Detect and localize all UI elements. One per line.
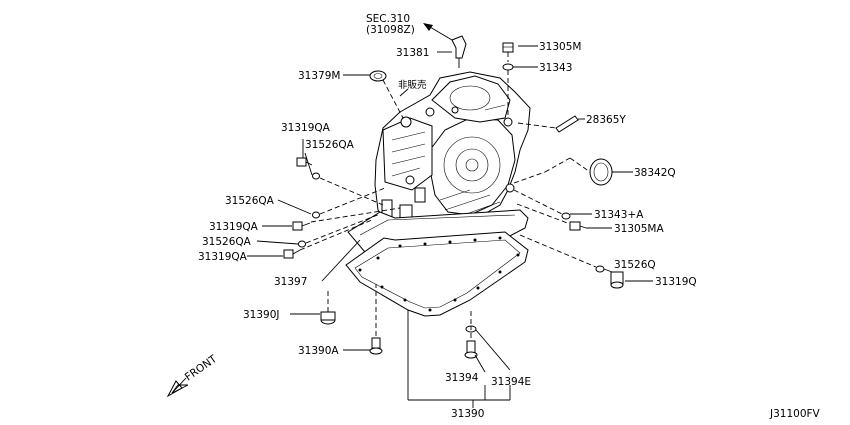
seal-38342Q-part — [589, 158, 613, 186]
pin-28365Y-part — [555, 115, 579, 133]
part-31343-label: 31343 — [539, 62, 572, 74]
washer-31343A-part — [561, 212, 571, 220]
part-31390-label: 31390 — [451, 408, 484, 420]
ref-code-label: J31100FV — [769, 408, 821, 420]
washer-31526QA-mid-part — [312, 211, 320, 219]
part-31390J-label: 31390J — [243, 309, 280, 321]
breather-tube-part — [451, 35, 467, 68]
part-31526Q-label: 31526Q — [614, 259, 656, 271]
part-31394E-label: 31394E — [491, 376, 531, 388]
sec-ref-label: SEC.310 — [366, 13, 410, 25]
transaxle-case-drawing — [374, 71, 531, 233]
pan-bolt-dots — [358, 236, 520, 312]
drain-plug-31319Q-part — [610, 271, 624, 289]
part-31319QA-low-label: 31319QA — [198, 251, 248, 263]
washer-31526Q-part — [595, 265, 605, 273]
not-for-sale-label: 非販売 — [398, 79, 427, 91]
washer-31526QA-top-part — [312, 172, 320, 180]
part-31397-label: 31397 — [274, 276, 307, 288]
bolt-31394-part — [464, 340, 478, 359]
washer-31526QA-low-part — [298, 240, 306, 248]
part-31394-label: 31394 — [445, 372, 479, 384]
bolt-31319QA-top-part — [296, 157, 313, 167]
part-31319Q-label: 31319Q — [655, 276, 697, 288]
oil-pan-drawing — [345, 231, 529, 317]
part-31319QA-top-label: 31319QA — [281, 122, 331, 134]
plug-31305M-part — [502, 42, 514, 53]
part-31526QA-low-label: 31526QA — [202, 236, 252, 248]
part-31526QA-top-label: 31526QA — [305, 139, 355, 151]
part-31319QA-mid-label: 31319QA — [209, 221, 259, 233]
sec-ref-sub-label: (31098Z) — [366, 24, 415, 36]
plug-31305MA-part — [569, 221, 587, 231]
part-31379M-label: 31379M — [298, 70, 340, 82]
part-28365Y-label: 28365Y — [586, 114, 626, 126]
part-31305M-label: 31305M — [539, 41, 581, 53]
magnet-31390J-part — [320, 311, 336, 325]
seal-31379M-part — [369, 70, 387, 82]
leader-lines — [247, 23, 653, 408]
washer-31343-part — [502, 63, 514, 71]
part-31343A-label: 31343+A — [594, 209, 644, 221]
bolt-31319QA-mid-part — [292, 221, 311, 231]
front-label: FRONT — [183, 353, 220, 384]
part-31381-label: 31381 — [396, 47, 429, 59]
front-arrow-icon — [166, 377, 189, 398]
part-38342Q-label: 38342Q — [634, 167, 676, 179]
part-31390A-label: 31390A — [298, 345, 339, 357]
bolt-31319QA-low-part — [283, 249, 301, 259]
bolt-31390A-part — [369, 337, 383, 355]
part-31305MA-label: 31305MA — [614, 223, 664, 235]
part-31526QA-mid-label: 31526QA — [225, 195, 275, 207]
